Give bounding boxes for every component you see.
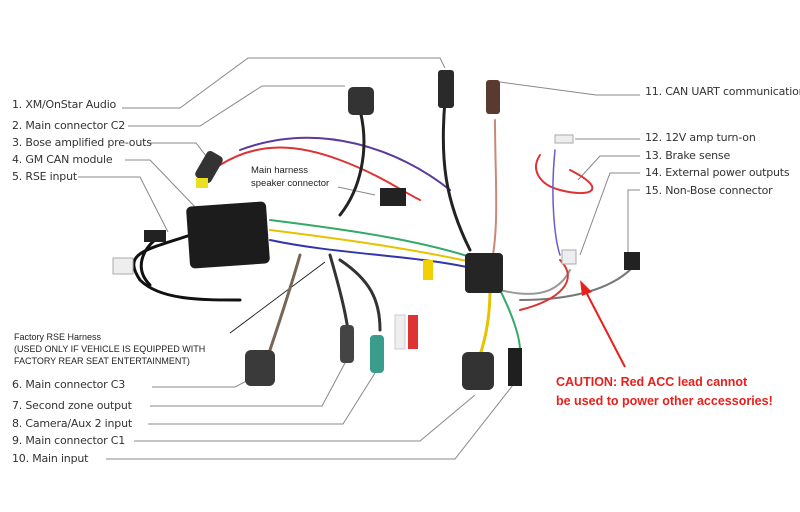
rca-yellow	[423, 260, 433, 280]
label-11: 11. CAN UART communication	[645, 85, 800, 98]
label-15: 15. Non-Bose connector	[645, 184, 773, 197]
leader-7	[150, 362, 346, 407]
main-input	[508, 348, 522, 386]
non-bose-connector	[624, 252, 640, 270]
leader-5	[78, 176, 169, 233]
rse-note-line-1: Factory RSE Harness	[14, 332, 102, 342]
rca-red	[408, 315, 418, 349]
leader-rse	[229, 261, 326, 334]
connector-c3	[245, 350, 275, 386]
rse-note-line-3: FACTORY REAR SEAT ENTERTAINMENT)	[14, 356, 190, 366]
gm-can-module	[186, 201, 270, 269]
camera-plug	[370, 335, 384, 373]
leader-15	[627, 189, 640, 252]
label-5: 5. RSE input	[12, 170, 77, 183]
leader-6	[152, 374, 259, 388]
label-2: 2. Main connector C2	[12, 119, 126, 132]
label-1: 1. XM/OnStar Audio	[12, 98, 117, 111]
label-13: 13. Brake sense	[645, 149, 731, 162]
connectors	[112, 70, 640, 390]
amp-turn-on-connector	[554, 134, 574, 144]
label-4: 4. GM CAN module	[12, 153, 113, 166]
leader-14	[579, 172, 640, 256]
leader-9	[134, 394, 476, 442]
leader-11	[499, 81, 640, 96]
second-zone-plug	[340, 325, 354, 363]
connector-xm	[438, 70, 454, 108]
label-6: 6. Main connector C3	[12, 378, 126, 391]
caution-line-2: be used to power other accessories!	[556, 394, 773, 408]
leader-8	[148, 372, 376, 425]
relay-box	[465, 253, 503, 293]
caution-line-1: CAUTION: Red ACC lead cannot	[556, 375, 748, 389]
connector-bose	[195, 150, 223, 184]
leader-lines	[78, 57, 640, 460]
speaker-connector	[380, 188, 406, 206]
leader-speaker	[337, 186, 376, 196]
label-8: 8. Camera/Aux 2 input	[12, 417, 132, 430]
connector-c2	[348, 87, 374, 115]
label-14: 14. External power outputs	[645, 166, 790, 179]
label-10: 10. Main input	[12, 452, 89, 465]
connector-white	[112, 257, 134, 275]
speaker-note-line-2: speaker connector	[251, 178, 330, 189]
wires	[132, 98, 633, 357]
connector-c1	[462, 352, 494, 390]
rca-white	[394, 314, 406, 350]
leader-10	[106, 384, 514, 460]
caution-arrow	[584, 289, 626, 368]
connector-can-uart	[486, 80, 500, 114]
leader-2	[128, 85, 345, 127]
rse-note-line-2: (USED ONLY IF VEHICLE IS EQUIPPED WITH	[14, 344, 206, 354]
caution-arrowhead	[580, 280, 592, 296]
leader-13	[577, 155, 640, 181]
label-7: 7. Second zone output	[12, 399, 132, 412]
speaker-note-line-1: Main harness	[251, 165, 309, 176]
label-9: 9. Main connector C1	[12, 434, 126, 447]
leader-1	[122, 57, 446, 109]
connector-rse	[144, 230, 166, 242]
connector-bose-tip	[196, 178, 208, 188]
leader-4	[125, 159, 199, 211]
label-12: 12. 12V amp turn-on	[645, 131, 756, 144]
power-output-connector	[561, 249, 577, 265]
label-3: 3. Bose amplified pre-outs	[12, 136, 152, 149]
